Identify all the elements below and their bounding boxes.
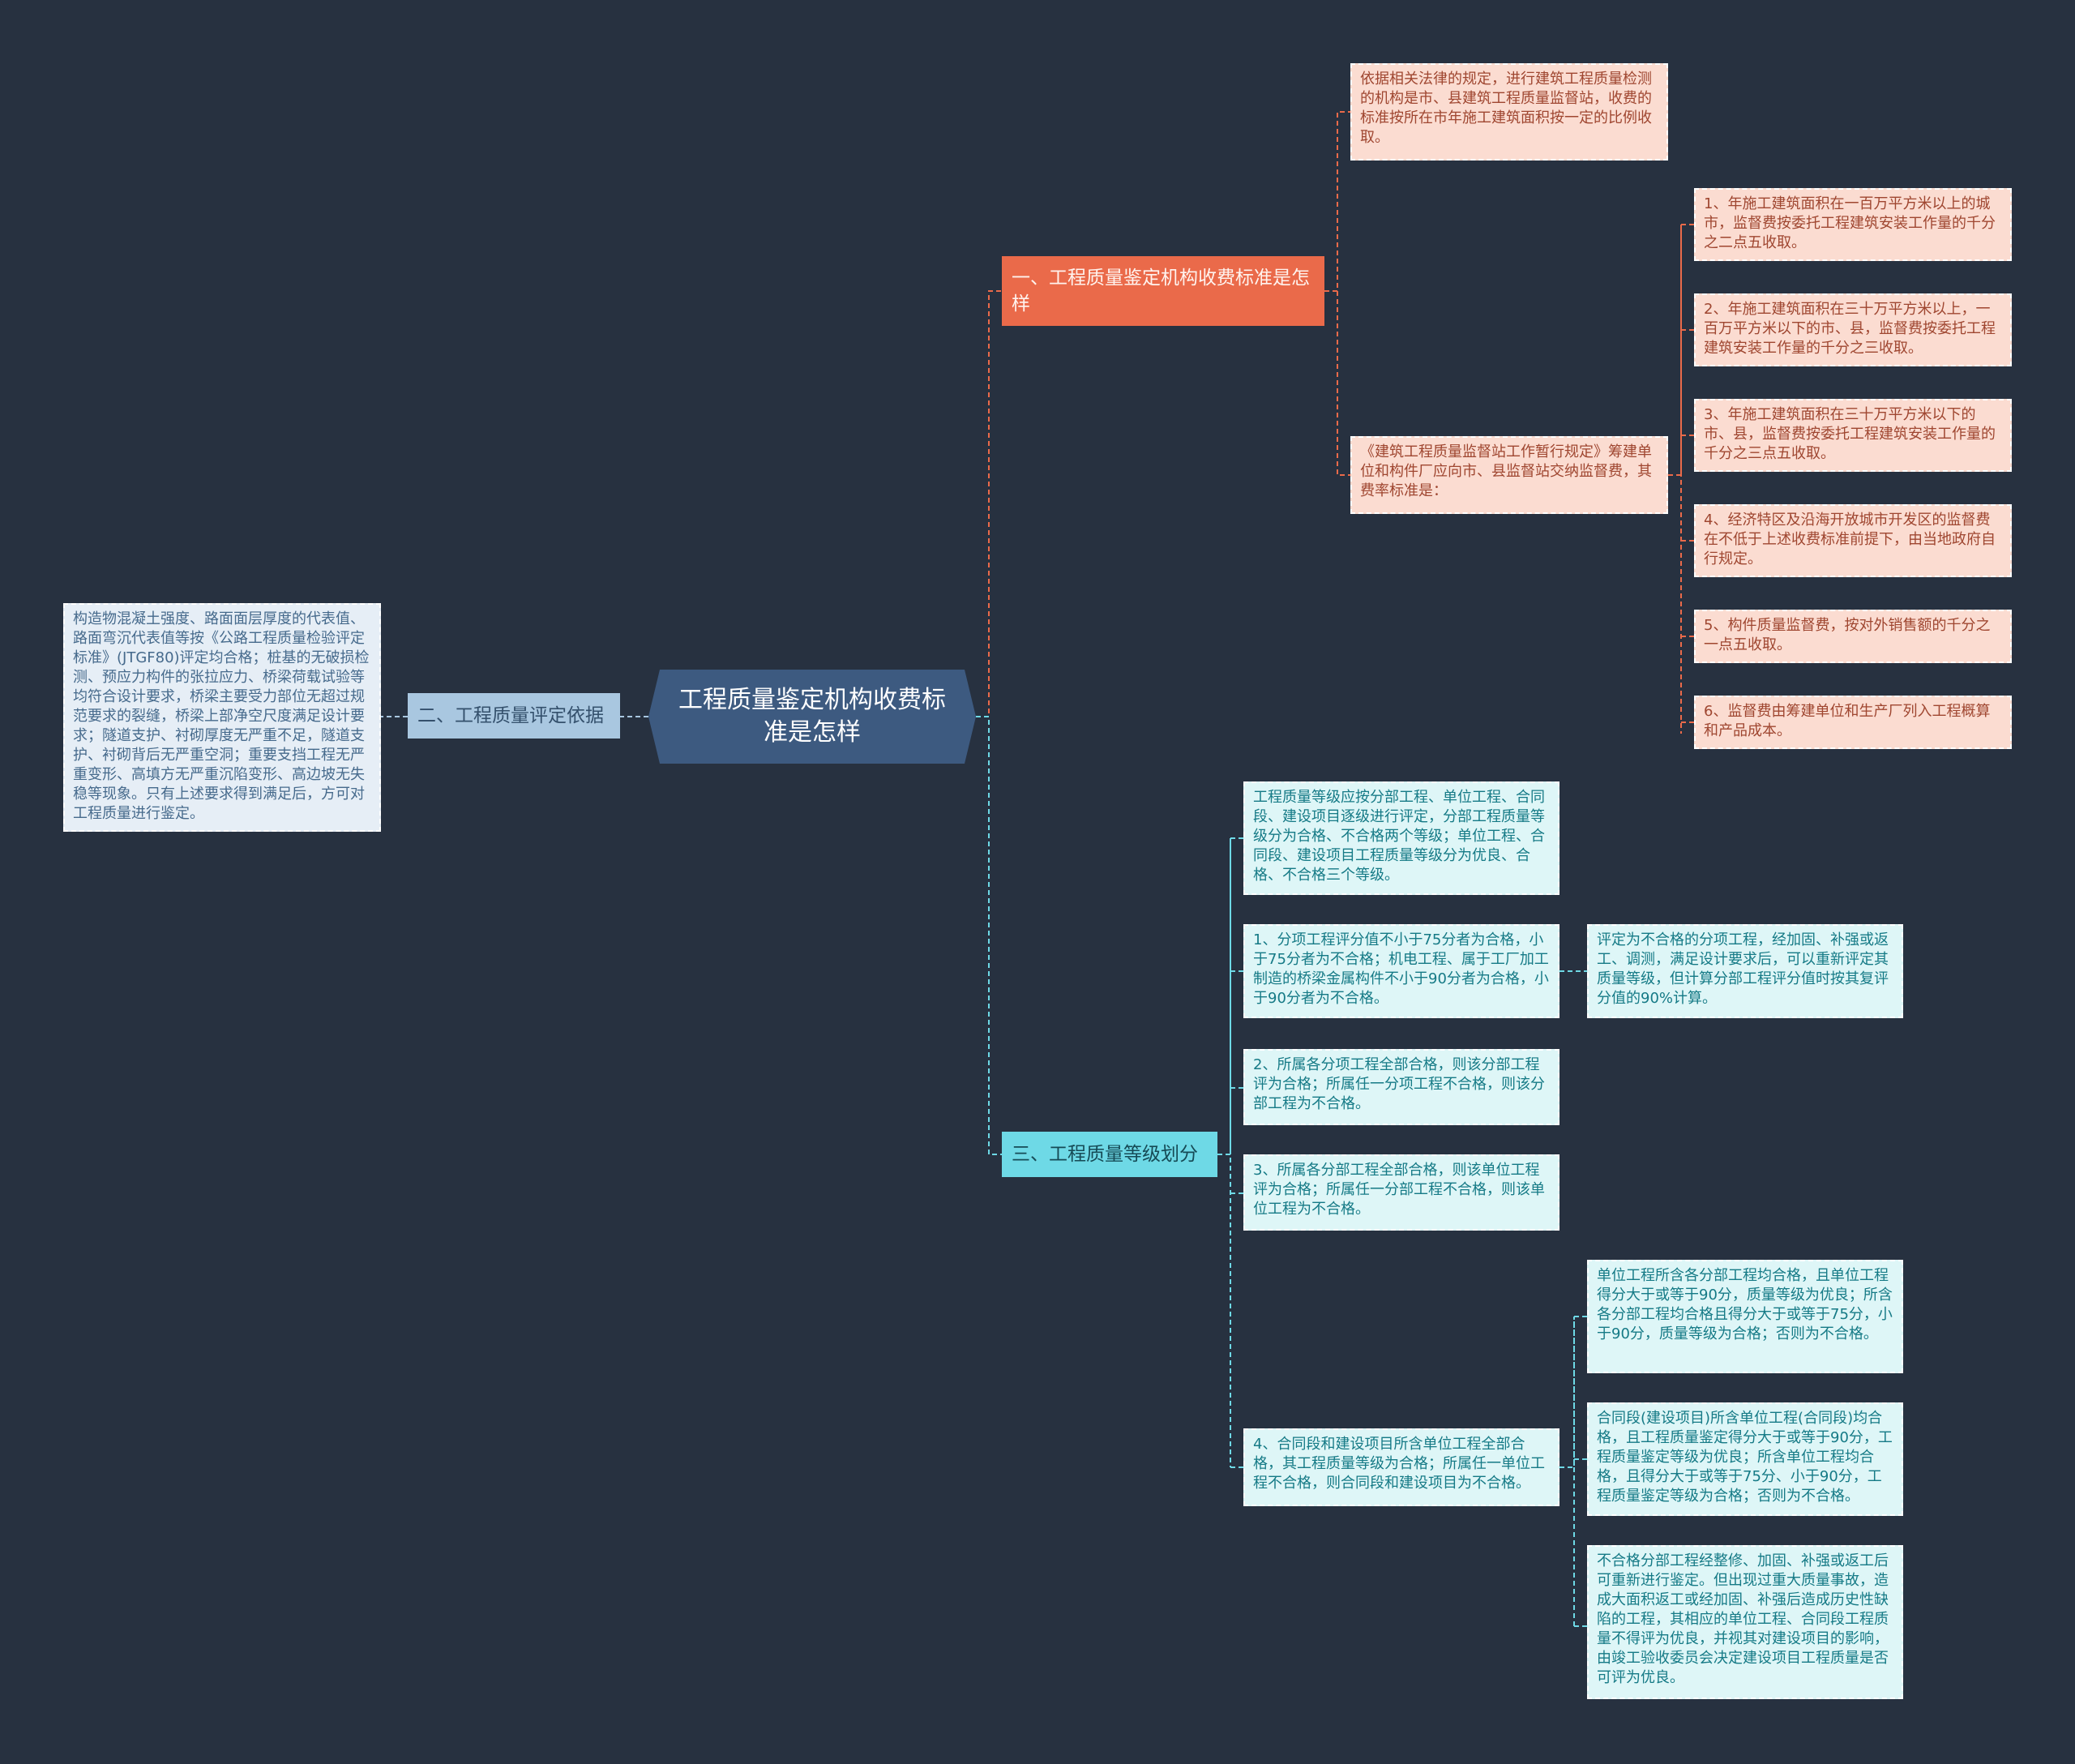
link-branch1-leafs	[1324, 111, 1350, 476]
leaf-fee-item-4[interactable]: 4、经济特区及沿海开放城市开发区的监督费在不低于上述收费标准前提下，由当地政府自…	[1694, 504, 2012, 577]
branch-label: 一、工程质量鉴定机构收费标准是怎样	[1012, 268, 1310, 315]
leaf-evaluation-basis[interactable]: 构造物混凝土强度、路面面层厚度的代表值、路面弯沉代表值等按《公路工程质量检验评定…	[63, 603, 381, 832]
branch-label: 三、工程质量等级划分	[1012, 1144, 1198, 1165]
leaf-grade-1[interactable]: 1、分项工程评分值不小于75分者为合格，小于75分者为不合格；机电工程、属于工厂…	[1243, 924, 1559, 1018]
leaf-fee-item-6[interactable]: 6、监督费由筹建单位和生产厂列入工程概算和产品成本。	[1694, 696, 2012, 749]
leaf-fee-item-1[interactable]: 1、年施工建筑面积在一百万平方米以上的城市，监督费按委托工程建筑安装工作量的千分…	[1694, 188, 2012, 261]
leaf-grade-intro[interactable]: 工程质量等级应按分部工程、单位工程、合同段、建设项目逐级进行评定，分部工程质量等…	[1243, 781, 1559, 895]
leaf-grade-4-child-3[interactable]: 不合格分部工程经整修、加固、补强或返工后可重新进行鉴定。但出现过重大质量事故，造…	[1587, 1545, 1903, 1699]
leaf-grade-2[interactable]: 2、所属各分项工程全部合格，则该分部工程评为合格；所属任一分项工程不合格，则该分…	[1243, 1049, 1559, 1125]
link-root-branch1	[976, 290, 1002, 717]
leaf-grade-4-child-1[interactable]: 单位工程所含各分部工程均合格，且单位工程得分大于或等于90分，质量等级为优良；所…	[1587, 1260, 1903, 1373]
leaf-grade-1-child[interactable]: 评定为不合格的分项工程，经加固、补强或返工、调测，满足设计要求后，可以重新评定其…	[1587, 924, 1903, 1018]
root-node[interactable]: 工程质量鉴定机构收费标准是怎样	[648, 670, 976, 764]
branch-label: 二、工程质量评定依据	[417, 705, 604, 726]
leaf-fee-item-5[interactable]: 5、构件质量监督费，按对外销售额的千分之一点五收取。	[1694, 610, 2012, 663]
link-root-branch3	[976, 716, 1002, 1155]
leaf-fee-item-2[interactable]: 2、年施工建筑面积在三十万平方米以上，一百万平方米以下的市、县，监督费按委托工程…	[1694, 293, 2012, 366]
leaf-fee-item-3[interactable]: 3、年施工建筑面积在三十万平方米以下的市、县，监督费按委托工程建筑安装工作量的千…	[1694, 399, 2012, 472]
link-leaf4-children	[1559, 1316, 1587, 1627]
leaf-fee-basis[interactable]: 依据相关法律的规定，进行建筑工程质量检测的机构是市、县建筑工程质量监督站，收费的…	[1350, 63, 1668, 161]
branch-quality-grades[interactable]: 三、工程质量等级划分	[1002, 1132, 1217, 1177]
root-label: 工程质量鉴定机构收费标准是怎样	[678, 686, 946, 747]
leaf-grade-3[interactable]: 3、所属各分部工程全部合格，则该单位工程评为合格；所属任一分部工程不合格，则该单…	[1243, 1154, 1559, 1231]
link-branch3-leafs	[1217, 837, 1243, 1468]
leaf-fee-regulation[interactable]: 《建筑工程质量监督站工作暂行规定》筹建单位和构件厂应向市、县监督站交纳监督费，其…	[1350, 436, 1668, 514]
leaf-grade-4[interactable]: 4、合同段和建设项目所含单位工程全部合格，其工程质量等级为合格；所属任一单位工程…	[1243, 1428, 1559, 1506]
branch-fee-standard[interactable]: 一、工程质量鉴定机构收费标准是怎样	[1002, 256, 1324, 326]
branch-evaluation-basis[interactable]: 二、工程质量评定依据	[408, 693, 620, 739]
link-leafb-items	[1668, 224, 1694, 734]
leaf-grade-4-child-2[interactable]: 合同段(建设项目)所含单位工程(合同段)均合格，且工程质量鉴定得分大于或等于90…	[1587, 1402, 1903, 1516]
